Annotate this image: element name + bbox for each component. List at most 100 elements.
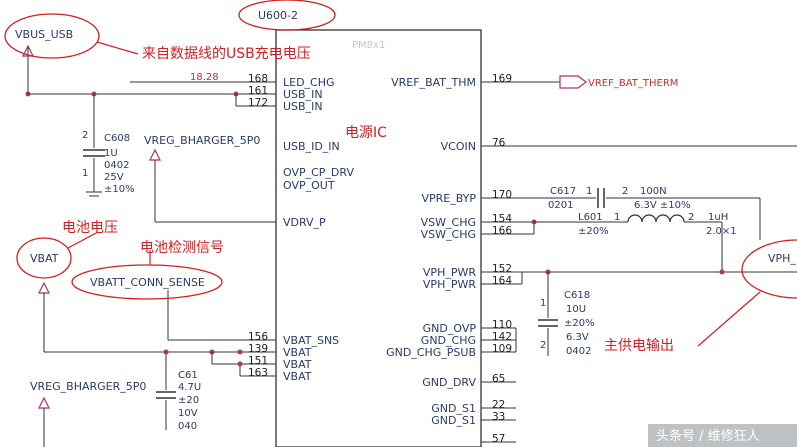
ic-left-pin-name: USB_ID_IN [283,140,340,153]
ic-right-pin-name: VPH_PWR [423,266,476,279]
ic-right-pin-number: 169 [492,73,512,85]
c618-pin1: 1 [540,298,546,309]
vbatt-sense-label: VBATT_CONN_SENSE [90,276,205,289]
ic-right-pin-number: 152 [492,263,512,275]
annotation-battery-voltage: 电池电压 [62,220,118,236]
annotation-usb-charge: 来自数据线的USB充电电压 [142,46,311,62]
ic-left-pin-number: 139 [248,343,268,355]
vreg-top-label: VREG_BHARGER_5P0 [144,134,260,147]
ic-left-pin-name: OVP_CP_DRV [283,166,354,179]
c61x-size: 040 [178,421,197,432]
c618-ref: C618 [564,290,590,301]
ic-left-pin-number: 168 [248,73,268,85]
ic-left-pin-number: 156 [248,331,268,343]
c61x-value: 4.7U [178,382,201,393]
vbus-oval [4,13,100,59]
c617-value: 100N [640,186,667,197]
c608-pin2: 2 [82,130,88,141]
watermark: 头条号 / 维修狂人 [656,428,760,444]
vph-label: VPH_ [768,252,796,265]
ic-right-pin-number: 166 [492,225,512,237]
c618-volt: 6.3V [566,332,589,343]
ic-left-pin-number: 151 [248,355,268,367]
vref-therm-label: VREF_BAT_THERM [588,78,678,89]
ic-right-pin-number: 109 [492,343,512,355]
c617-size: 0201 [548,200,573,211]
ic-right-pin-number: 76 [492,137,506,149]
vbat-oval [16,237,72,279]
c617-pin2: 2 [622,186,628,197]
ic-left-pin-name: VBAT [283,346,312,359]
ic-right-pin-name: GND_CHG_PSUB [386,346,476,359]
vreg-bottom-label: VREG_BHARGER_5P0 [30,380,146,393]
l601-pin2: 2 [688,212,694,223]
c617-pin1: 1 [586,186,592,197]
annotation-battery-detect: 电池检测信号 [140,240,224,256]
c608-value: 1U [104,148,118,159]
c608-volt: 25V [104,172,124,183]
ic-right-pin-name: GND_S1 [431,402,476,415]
ic-ref-oval [238,0,336,31]
ic-left-pin-name: USB_IN [283,88,323,101]
ic-right-pin-name: GND_CHG [421,334,476,347]
c61x-volt: 10V [178,408,198,419]
annotation-main-supply: 主供电输出 [604,338,674,354]
l601-size: 2.0×1 [706,226,737,237]
c61x-ref: C61 [178,370,198,381]
ic-left-pin-name: VDRV_P [283,216,326,229]
ic-right-pin-number: 142 [492,331,512,343]
ic-right-pin-number: 65 [492,373,505,385]
ic-right-pin-number: 22 [492,399,505,411]
ic-right-pin-name: GND_S1 [431,414,476,427]
c608-size: 0402 [104,160,129,171]
c618-size: 0402 [566,346,591,357]
ic-right-pin-name: VSW_CHG [421,216,476,229]
l601-value: 1uH [708,212,728,223]
watermark-bg [648,424,797,447]
ic-left-pin-name: VBAT [283,370,312,383]
ic-faint-label: PM8x1 [352,40,385,51]
c618-pin2: 2 [540,340,546,351]
annotation-power-ic: 电源IC [345,125,387,141]
ic-right-pin-name: VSW_CHG [421,228,476,241]
c608-pin1: 1 [82,168,88,179]
c608-tol: ±10% [104,184,135,195]
vph-oval [741,239,797,299]
ic-left-pin-number: 172 [248,97,268,109]
ic-left-pin-name: VBAT [283,358,312,371]
ic-left-pin-name: VBAT_SNS [283,334,339,347]
ic-right-pin-number: 57 [492,433,505,445]
c608-ref: C608 [104,133,130,144]
ic-left-pin-number: 161 [248,85,268,97]
sense-oval [71,264,223,300]
ic-right-pin-name: VREF_BAT_THM [391,76,476,89]
c617-rating: 6.3V ±10% [634,200,691,211]
l601-ref: L601 [578,212,603,223]
ic-right-pin-number: 33 [492,411,505,423]
ic-left-pin-name: OVP_OUT [283,179,335,192]
c61x-tol: ±20 [178,395,199,406]
ic-right-pin-name: GND_OVP [423,322,477,335]
vbus-label: VBUS_USB [15,28,73,41]
ic-left-pin-name: USB_IN [283,100,323,113]
ic-right-pin-name: GND_DRV [422,376,476,389]
ic-right-pin-number: 110 [492,319,512,331]
ic-left-pin-name: LED_CHG [283,76,335,89]
led-net-label: 18.28 [190,72,219,83]
vbat-label: VBAT [30,252,59,265]
c617-ref: C617 [550,186,576,197]
l601-pin1: 1 [614,212,620,223]
ic-right-pin-name: VPRE_BYP [421,192,476,205]
ic-body [275,29,482,447]
ic-right-pin-name: VCOIN [441,140,476,153]
ic-right-pin-number: 170 [492,189,512,201]
ic-right-pin-number: 154 [492,213,512,225]
ic-right-pin-number: 164 [492,275,512,287]
c618-value: 10U [566,304,586,315]
c618-tol: ±20% [564,318,595,329]
ic-ref: U600-2 [258,9,298,22]
ic-left-pin-number: 163 [248,367,268,379]
ic-right-pin-name: VPH_PWR [423,278,476,291]
